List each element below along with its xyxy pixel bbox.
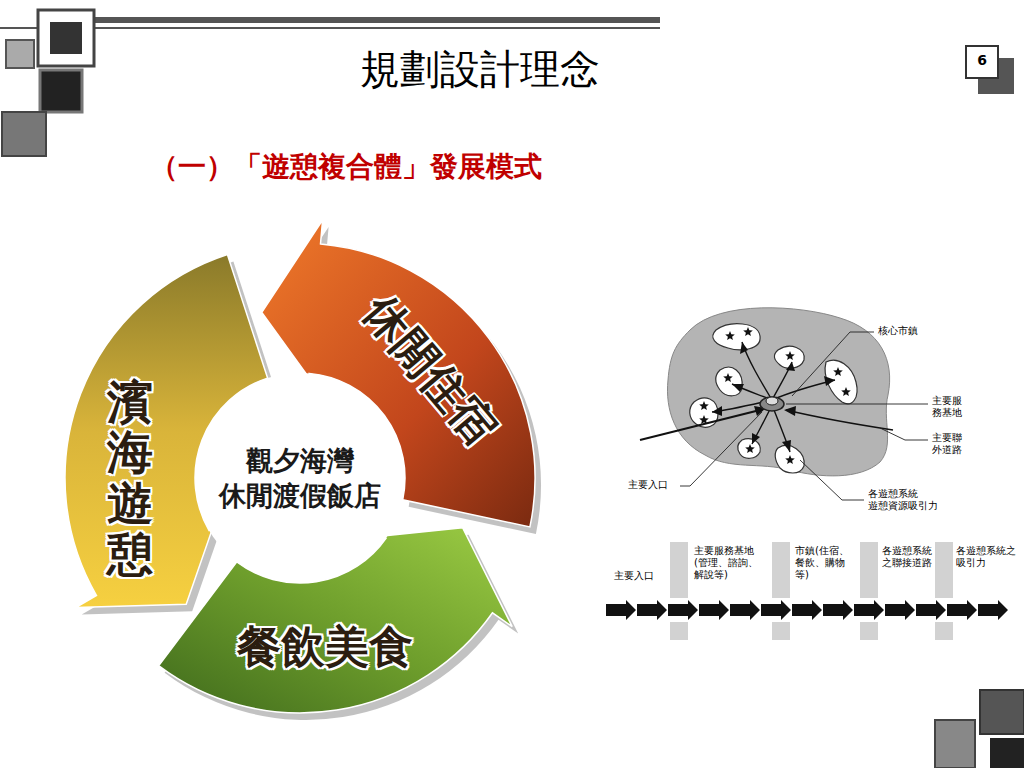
- node-text: 餐飲美食: [237, 618, 413, 677]
- map-label: 主要服務基地: [932, 395, 964, 419]
- leader-lines: [680, 332, 928, 500]
- node-text: 觀夕海灣 休閒渡假飯店: [205, 443, 395, 513]
- arrow-heads: [712, 342, 835, 452]
- star-markers: [699, 327, 851, 464]
- chain-arrow: [730, 600, 760, 620]
- service-base-icon: [766, 397, 778, 405]
- recreation-islands: [690, 324, 857, 473]
- chain-arrow: [668, 600, 698, 620]
- star-marker: [725, 331, 735, 340]
- star-marker: [785, 351, 795, 360]
- chain-arrow: [947, 600, 977, 620]
- star-marker: [745, 444, 755, 453]
- map-label: 主要聯外道路: [932, 432, 964, 456]
- chain-arrow: [606, 600, 636, 620]
- chain-label: 各遊憩系統之聯接道路: [882, 545, 933, 569]
- star-marker: [833, 367, 843, 376]
- page-number: 6: [966, 52, 998, 69]
- slide-title: 規劃設計理念: [280, 42, 680, 97]
- chain-arrow: [823, 600, 853, 620]
- cycle-ring: [65, 220, 541, 720]
- ring-segment-label: 濱海遊憩: [100, 360, 160, 596]
- region-blob: [667, 308, 889, 476]
- chain-arrow: [854, 600, 884, 620]
- corner-square: [980, 690, 1024, 734]
- chain-arrow: [761, 600, 791, 620]
- corner-square: [2, 112, 46, 156]
- chain-label: 主要服務基地(管理、諮詢、解說等): [694, 545, 766, 581]
- chain-arrow: [792, 600, 822, 620]
- access-lines: [640, 342, 893, 452]
- top-rule: [60, 17, 660, 23]
- chain-arrow: [699, 600, 729, 620]
- star-marker: [699, 401, 709, 410]
- center-hub: 觀夕海灣 休閒渡假飯店: [195, 373, 405, 583]
- node-text: 濱海遊憩: [107, 377, 153, 579]
- corner-square: [935, 720, 975, 768]
- corner-square: [50, 22, 82, 54]
- chain-label: 主要入口: [614, 570, 666, 582]
- star-marker: [743, 327, 753, 336]
- ring-segment-label: 餐飲美食: [225, 620, 425, 674]
- corner-square: [990, 738, 1024, 768]
- flow-chain: [606, 542, 1008, 640]
- subtitle: （一）「遊憩複合體」發展模式: [150, 150, 630, 184]
- corner-square: [40, 70, 82, 112]
- chain-label: 各遊憩系統之吸引力: [956, 545, 1016, 569]
- chain-arrow: [916, 600, 946, 620]
- page-number-box: [966, 46, 998, 78]
- chain-label: 市鎮(住宿、餐飲、購物等): [795, 545, 855, 581]
- star-marker: [841, 387, 851, 396]
- map-label: 各遊憩系統 遊憩資源吸引力: [868, 488, 950, 512]
- map-label: 核心市鎮: [878, 325, 958, 337]
- top-rule: [0, 27, 660, 29]
- map-label: 主要入口: [628, 479, 680, 491]
- corner-square: [38, 10, 94, 66]
- star-marker: [785, 455, 795, 464]
- chain-arrow: [978, 600, 1008, 620]
- service-base-icon: [760, 397, 784, 411]
- corner-square: [6, 40, 34, 68]
- chain-arrow: [885, 600, 915, 620]
- star-marker: [723, 373, 733, 382]
- chain-arrow: [637, 600, 667, 620]
